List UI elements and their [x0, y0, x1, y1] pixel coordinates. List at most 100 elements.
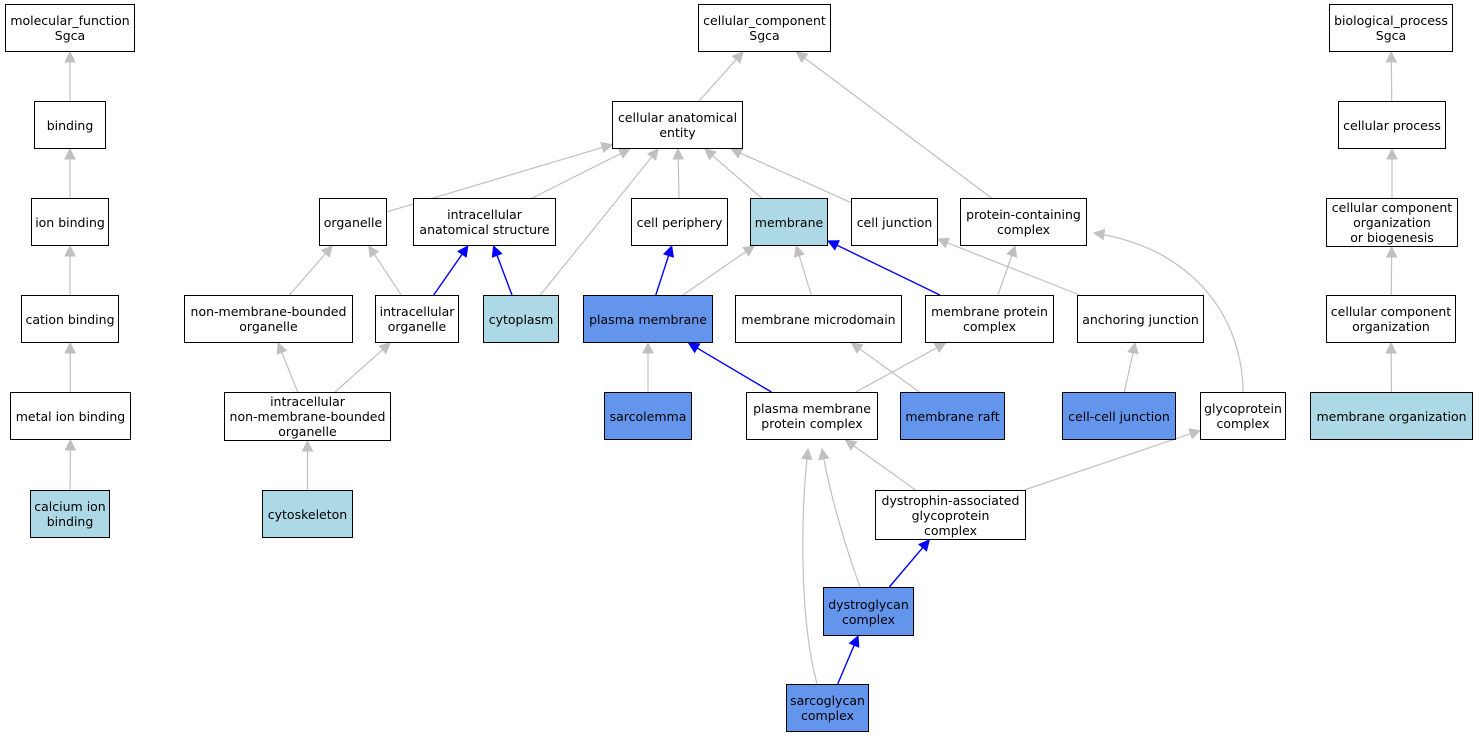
edge-cytoplasm-to-cae-arrowhead [647, 148, 659, 161]
edge-cco-to-ccob-arrowhead [1385, 245, 1398, 258]
edge-membrane-to-cae [711, 154, 762, 199]
edge-celljunction-to-cae-arrowhead [730, 147, 744, 159]
edge-organelle-to-cae-arrowhead [600, 142, 614, 154]
node-inmbo: intracellular non-membrane-bounded organ… [224, 392, 391, 441]
edge-memraft-to-memmicro [858, 347, 920, 393]
edge-pmpc-to-plasmamembrane [695, 346, 772, 393]
node-cellperiphery: cell periphery [631, 198, 728, 246]
edge-pcc-to-cc [803, 56, 992, 199]
edge-pmpc-to-plasmamembrane-arrowhead [687, 342, 701, 354]
node-memraft: membrane raft [900, 392, 1005, 440]
edge-sarcoglycan-to-dystroglycan-arrowhead [848, 634, 860, 648]
edge-inmbo-to-nmbo-arrowhead [276, 341, 288, 355]
edge-sarcoglycan-to-pmpc-arrowhead [801, 447, 813, 461]
edge-cellperiphery-to-cae-arrowhead [672, 147, 685, 160]
node-membrane: membrane [750, 198, 828, 246]
node-cationbinding: cation binding [21, 295, 119, 343]
node-mf: molecular_function Sgca [5, 4, 135, 52]
edge-membrane-to-cae-arrowhead [704, 148, 717, 161]
node-binding: binding [34, 101, 106, 149]
edge-memraft-to-memmicro-arrowhead [850, 342, 864, 354]
node-intorg: intracellular organelle [375, 295, 459, 343]
edge-cellproc-to-bp-arrowhead [1385, 50, 1398, 63]
edge-intorg-to-ias-arrowhead [457, 245, 469, 258]
edge-cytoplasm-to-cae [539, 155, 653, 296]
node-cc: cellular_component Sgca [698, 4, 831, 52]
edge-cytoplasm-to-ias-arrowhead [491, 244, 503, 258]
edge-nmbo-to-organelle [288, 252, 327, 296]
edge-dystroglycan-to-pmpc [821, 448, 861, 588]
edge-dagc-to-pmpc-arrowhead [844, 439, 858, 451]
edge-ccob-to-cellproc-arrowhead [1386, 147, 1398, 160]
node-memmicro: membrane microdomain [735, 295, 902, 343]
node-cco: cellular component organization [1326, 295, 1456, 343]
edge-intorg-to-organelle [373, 253, 402, 296]
node-sarcolemma: sarcolemma [604, 392, 692, 440]
edge-mpc-to-membrane-arrowhead [826, 240, 840, 251]
edge-ccjunction-to-anchoring [1123, 351, 1134, 393]
edge-cytoplasm-to-ias [496, 254, 513, 296]
node-ias: intracellular anatomical structure [413, 198, 556, 246]
edge-sarcoglycan-to-dystroglycan [837, 644, 856, 685]
node-pcc: protein-containing complex [960, 198, 1087, 246]
node-celljunction: cell junction [851, 198, 938, 246]
edge-cae-to-cc-arrowhead [731, 51, 744, 64]
edge-sarcolemma-to-plasmamembrane-arrowhead [642, 341, 654, 354]
edge-celljunction-to-cae [739, 152, 852, 204]
edge-glyco-to-pcc-arrowhead [1092, 228, 1106, 241]
edge-mpc-to-membrane [835, 244, 941, 296]
edge-inmbo-to-nmbo [280, 351, 299, 393]
edge-metalion-to-cationbinding-arrowhead [64, 341, 76, 354]
edge-plasmamembrane-to-membrane-arrowhead [742, 245, 756, 257]
edge-cytoskeleton-to-inmbo-arrowhead [301, 439, 314, 452]
node-ccjunction: cell-cell junction [1062, 392, 1176, 440]
edge-ias-to-cae [531, 152, 622, 199]
node-cytoplasm: cytoplasm [483, 295, 559, 343]
edge-dagc-to-glyco [1024, 432, 1192, 491]
node-bp: biological_process Sgca [1329, 4, 1453, 52]
node-pmpc: plasma membrane protein complex [746, 392, 878, 440]
edge-dagc-to-glyco-arrowhead [1188, 428, 1202, 440]
node-calcium: calcium ion binding [30, 490, 110, 538]
edge-intorg-to-organelle-arrowhead [368, 245, 380, 258]
node-memorg: membrane organization [1310, 392, 1473, 440]
edge-cae-to-cc [698, 58, 738, 102]
edge-plasmamembrane-to-membrane [682, 250, 748, 296]
edge-sarcoglycan-to-pmpc [802, 448, 818, 685]
edge-mpc-to-pcc-arrowhead [1006, 244, 1018, 258]
node-sarcoglycan: sarcoglycan complex [786, 684, 869, 732]
node-metalion: metal ion binding [10, 392, 131, 440]
edge-calcium-to-metalion-arrowhead [64, 438, 77, 451]
edge-intorg-to-ias [433, 252, 464, 296]
node-anchoring: anchoring junction [1077, 295, 1204, 343]
edge-glyco-to-pcc [1093, 232, 1244, 393]
node-cytoskeleton: cytoskeleton [262, 490, 353, 538]
edge-ionbinding-to-binding-arrowhead [64, 147, 76, 160]
edge-dagc-to-pmpc [852, 444, 916, 491]
edge-ias-to-cae-arrowhead [617, 148, 631, 159]
edge-memorg-to-cco-arrowhead [1385, 341, 1397, 354]
edge-dystroglycan-to-dagc [888, 546, 924, 588]
edge-plasmamembrane-to-cellperiphery [655, 254, 670, 296]
edge-dystroglycan-to-pmpc-arrowhead [818, 447, 830, 461]
node-dagc: dystrophin-associated glycoprotein compl… [875, 490, 1026, 540]
edge-inmbo-to-intorg-arrowhead [378, 342, 391, 355]
edge-cationbinding-to-ionbinding-arrowhead [64, 244, 76, 257]
edge-memmicro-to-membrane [798, 254, 812, 296]
node-mpc: membrane protein complex [925, 295, 1054, 343]
edge-mpc-to-pcc [997, 254, 1013, 296]
node-plasmamembrane: plasma membrane [583, 295, 713, 343]
edge-plasmamembrane-to-cellperiphery-arrowhead [662, 244, 674, 258]
edge-cellperiphery-to-cae [677, 157, 680, 199]
node-cae: cellular anatomical entity [612, 101, 743, 149]
node-cellproc: cellular process [1338, 101, 1446, 149]
edge-pcc-to-cc-arrowhead [795, 51, 809, 63]
edge-pmpc-to-mpc [855, 346, 938, 393]
edge-pmpc-to-mpc-arrowhead [933, 342, 947, 354]
edge-anchoring-to-celljunction [946, 241, 1080, 296]
node-glyco: glycoprotein complex [1200, 392, 1286, 440]
edge-ccjunction-to-anchoring-arrowhead [1127, 341, 1139, 355]
edge-binding-to-mf-arrowhead [64, 50, 76, 63]
